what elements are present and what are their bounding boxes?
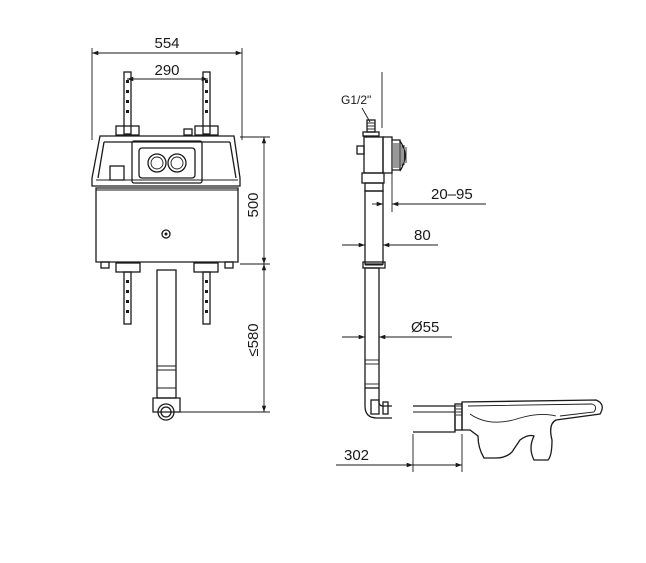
dimension-580: ≤580 <box>245 323 262 356</box>
lower-mounting-rails <box>100 261 234 325</box>
squatting-pan <box>413 399 603 461</box>
upper-mounting-rails <box>115 71 219 136</box>
side-view: G1/2" <box>336 72 603 472</box>
side-flush-pipe <box>364 267 392 419</box>
flush-button-large <box>167 153 187 173</box>
dimension-500: 500 <box>245 192 262 217</box>
cistern-frame <box>91 135 241 187</box>
inlet-valve <box>362 119 380 137</box>
dimension-55: Ø55 <box>411 319 439 336</box>
front-view: 554 290 <box>91 35 270 421</box>
flush-button-small <box>147 153 167 173</box>
dimension-80: 80 <box>414 227 431 244</box>
dimension-554: 554 <box>154 35 179 52</box>
dimension-290: 290 <box>154 62 179 79</box>
flush-pipe <box>152 269 181 421</box>
thread-label: G1/2" <box>341 93 371 107</box>
dimension-20-95: 20–95 <box>431 186 473 203</box>
flush-plate <box>131 140 203 184</box>
side-cistern-top <box>356 136 407 192</box>
dimension-302: 302 <box>344 447 369 464</box>
cistern-tank <box>95 187 239 263</box>
side-cistern-body <box>362 190 386 269</box>
